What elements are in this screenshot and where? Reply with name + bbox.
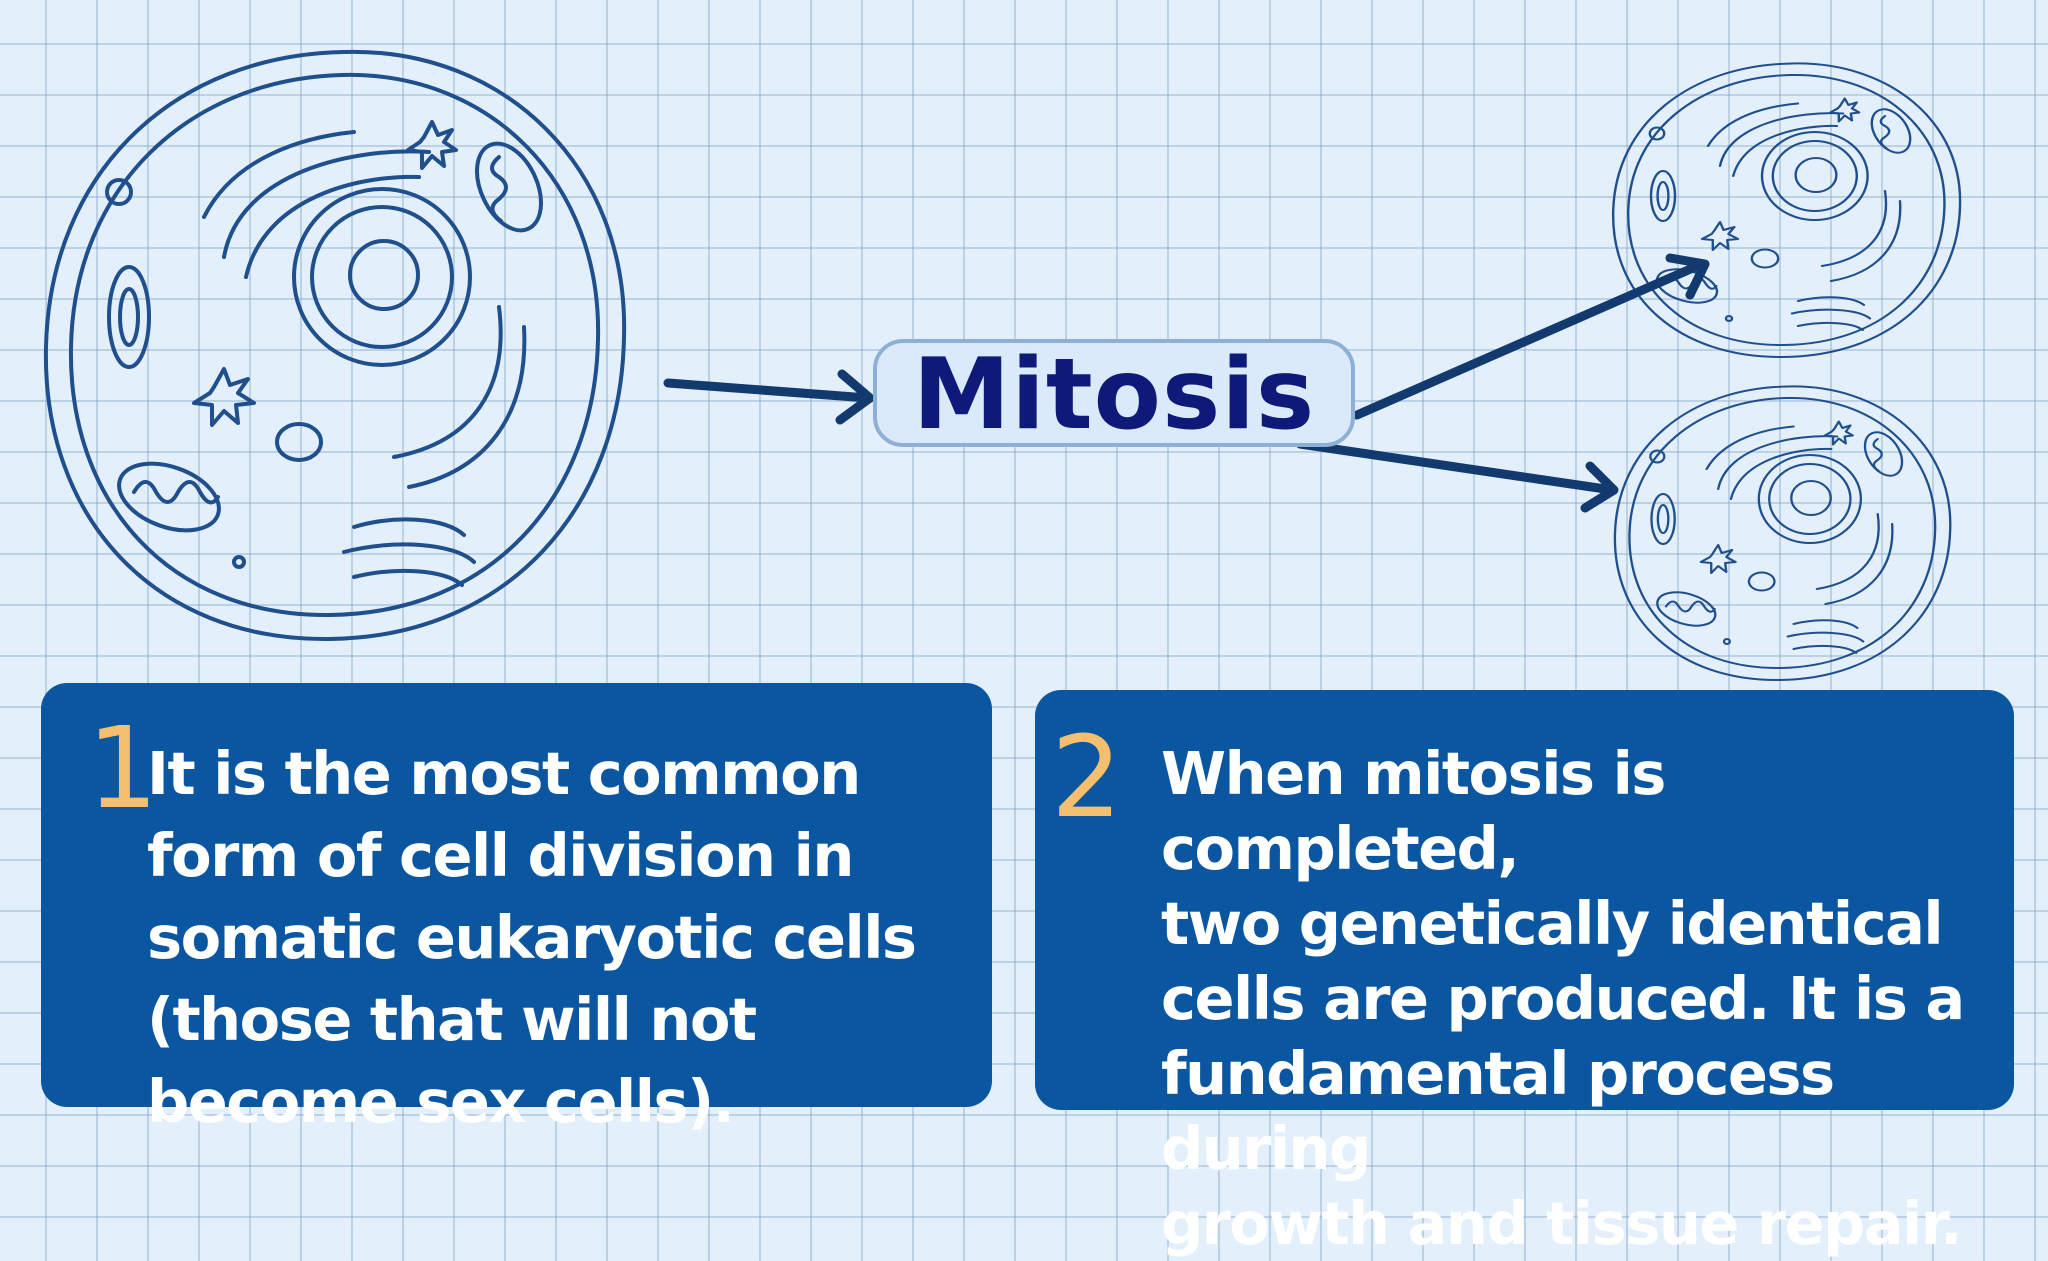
step-card-1: 1 It is the most common form of cell div… [41, 683, 992, 1136]
daughter-cell-illustration [1611, 62, 1962, 359]
step-card-2: 2 When mitosis is completed, two genetic… [1035, 690, 2014, 1258]
step-number: 2 [1051, 713, 1123, 843]
arrow-icon [1295, 439, 1619, 513]
arrow-icon [663, 369, 875, 425]
arrow-icon [1352, 253, 1710, 420]
mitosis-diagram: Mitosis 1 It is the most common form of … [41, 49, 2014, 1258]
step-number: 1 [87, 704, 159, 834]
step-text: It is the most common form of cell divis… [147, 739, 917, 1136]
title-pill [873, 339, 1355, 447]
diagram-graphics [43, 49, 1962, 682]
page-title: Mitosis [912, 338, 1316, 452]
step-text: When mitosis is completed, two genetical… [1161, 739, 1965, 1258]
daughter-cell-illustration [1613, 385, 1952, 682]
parent-cell-illustration [43, 49, 627, 642]
